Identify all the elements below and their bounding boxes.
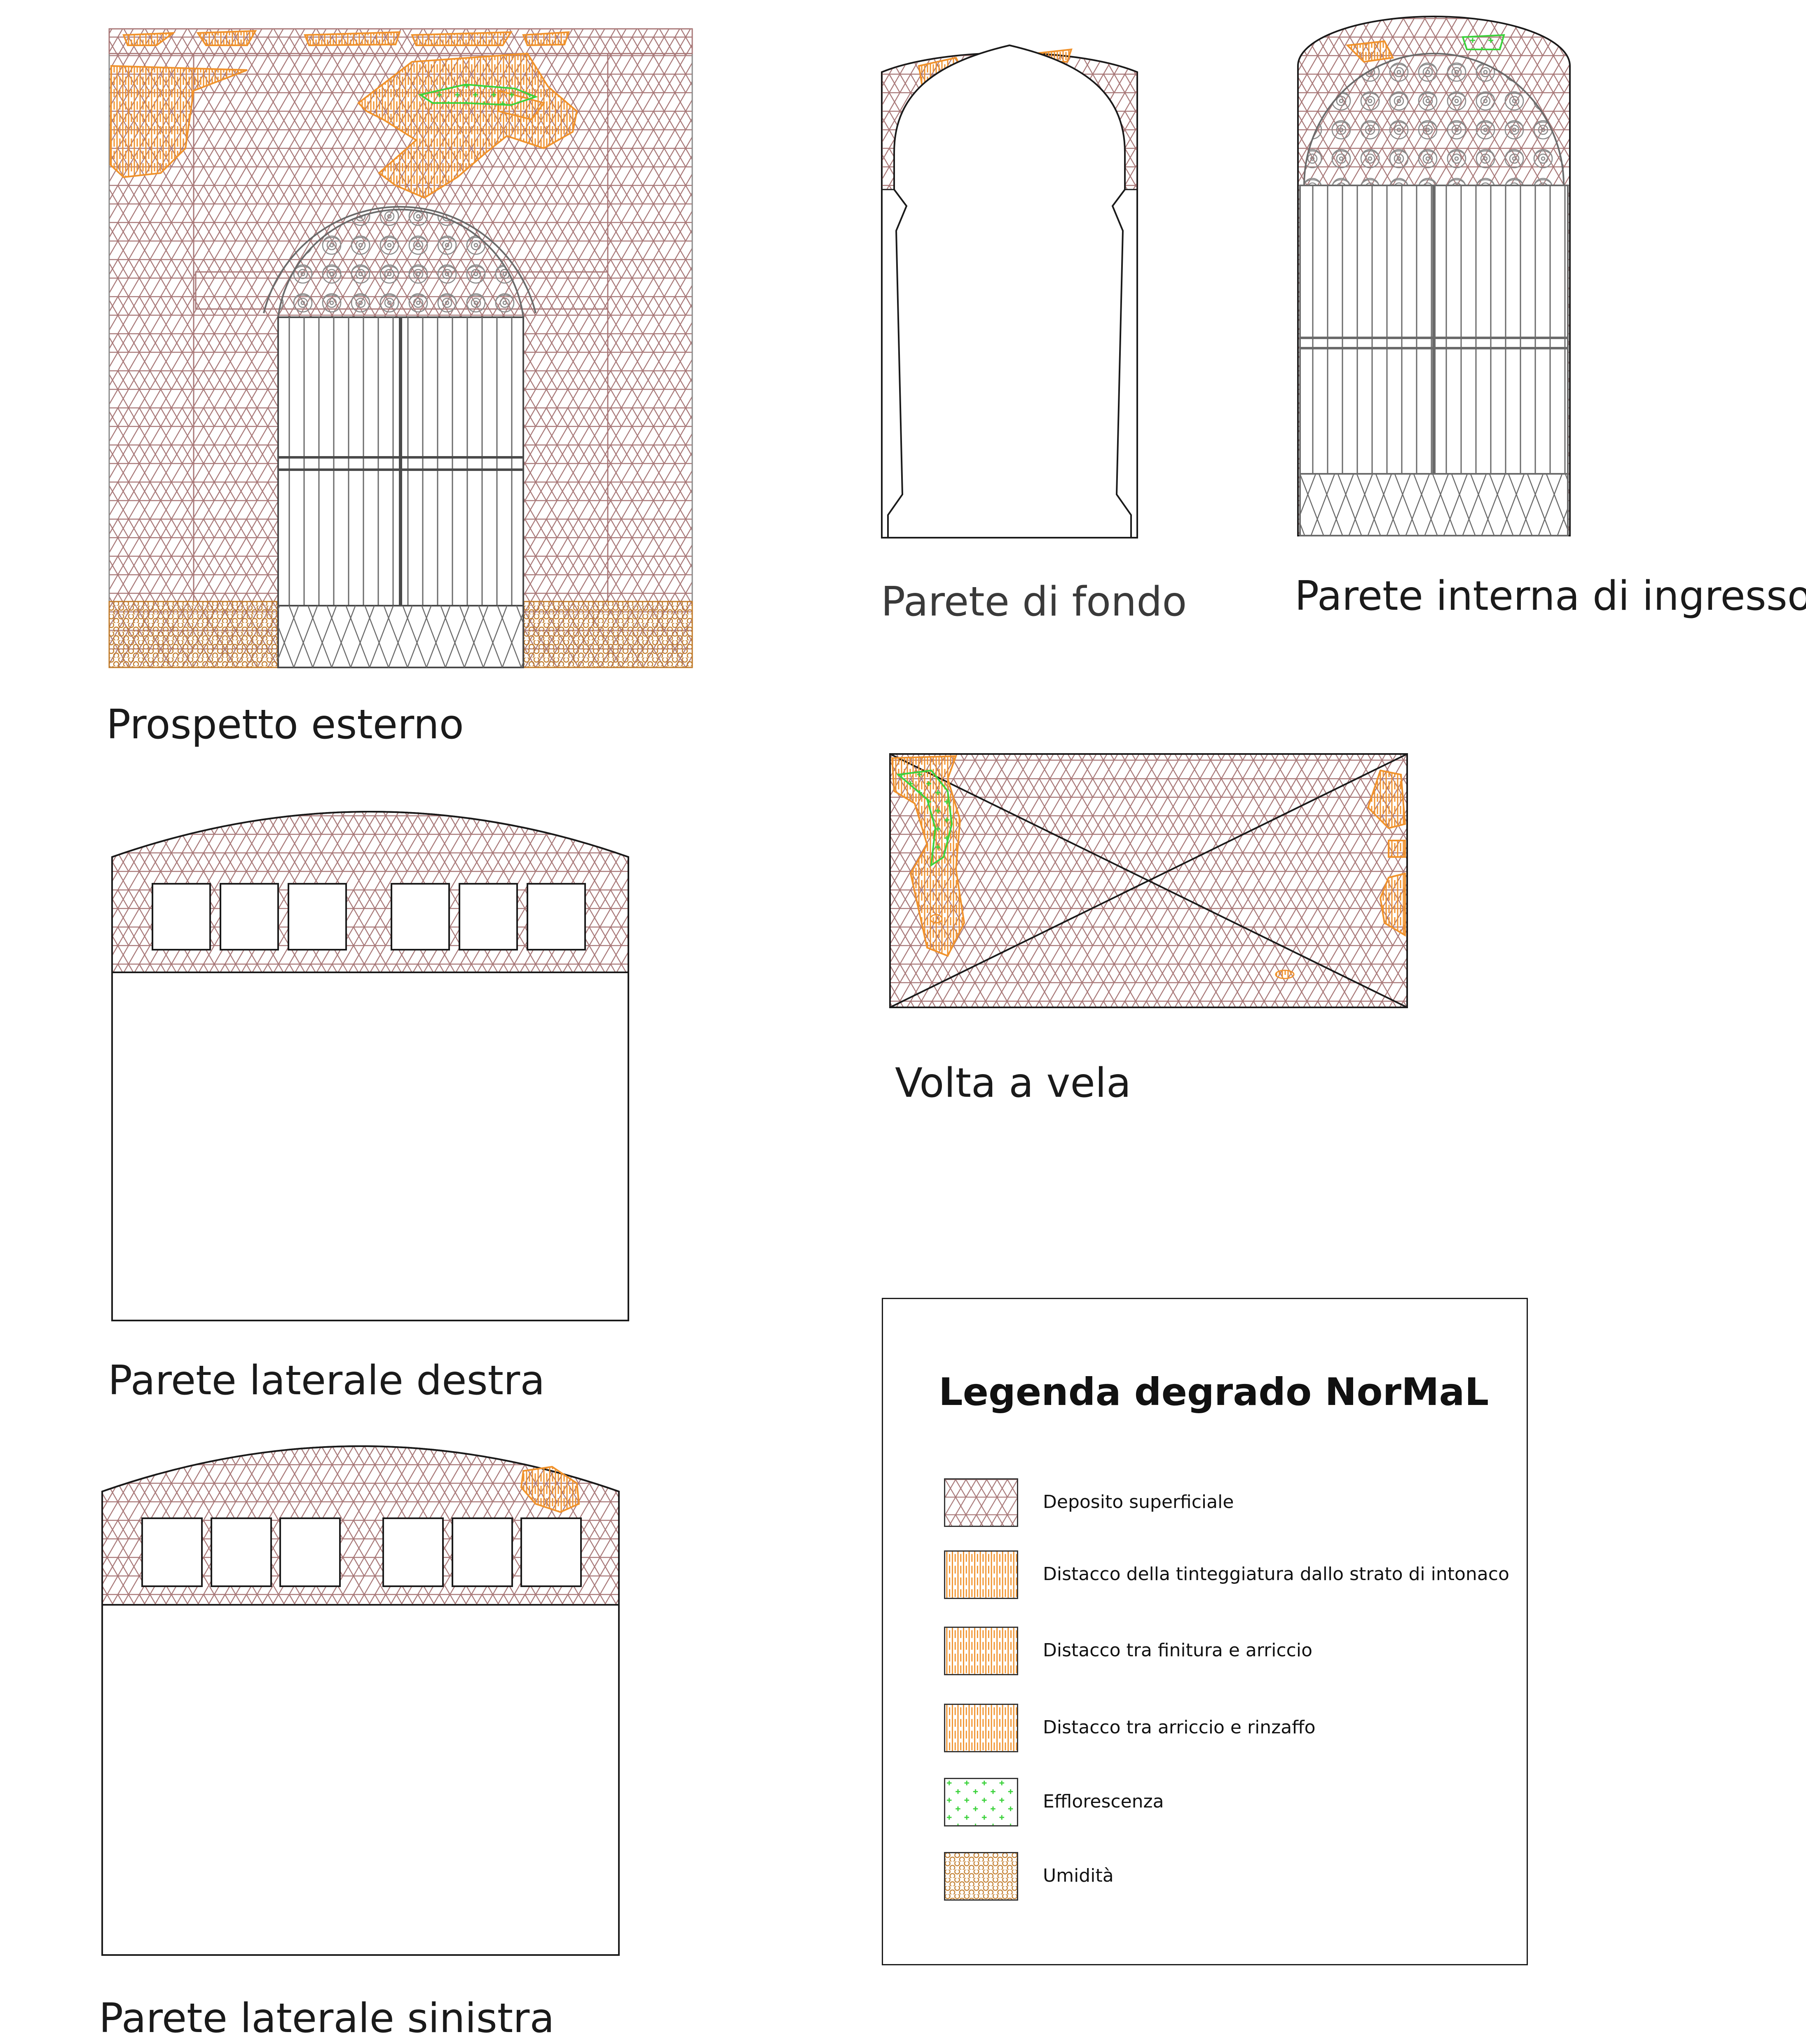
caption-volta-a-vela: Volta a vela [895,1060,1131,1107]
facade-humidity-right [522,601,693,668]
legend-item-umidita: Umidità [944,1852,1513,1901]
hatch-pattern-swatch [944,1550,1018,1599]
legend-item-efflorescenza: Efflorescenza [944,1778,1513,1826]
legend-label: Umidità [1043,1865,1114,1886]
facade-efflorescence [418,83,538,106]
inner-wall-lunette [1303,53,1565,186]
drawing-parete-di-fondo [881,44,1138,539]
drawing-parete-laterale-destra [111,811,629,1321]
legend-label: Deposito superficiale [1043,1491,1234,1513]
legend-label: Distacco della tinteggiatura dallo strat… [1043,1564,1509,1585]
drawing-prospetto-esterno [108,28,693,668]
caption-parete-interna-di-ingresso: Parete interna di ingresso [1295,573,1806,620]
caption-prospetto-esterno: Prospetto esterno [106,701,464,748]
legend-item-deposito-superficiale: Deposito superficiale [944,1478,1513,1527]
caption-parete-laterale-destra: Parete laterale destra [108,1357,545,1404]
legend-label: Distacco tra finitura e arriccio [1043,1640,1313,1661]
caption-parete-di-fondo: Parete di fondo [881,578,1187,625]
efflorescence-pattern-swatch [944,1778,1018,1826]
deposit-pattern-swatch [944,1478,1018,1527]
drawing-volta-a-vela [889,753,1408,1008]
legend-label: Distacco tra arriccio e rinzaffo [1043,1717,1316,1738]
facade-portal-arch [263,206,536,314]
hatch-pattern-swatch [944,1704,1018,1752]
hatch-pattern-swatch [944,1627,1018,1675]
drawing-parete-interna-di-ingresso [1297,16,1571,536]
humidity-pattern-swatch [944,1852,1018,1901]
legend-item-distacco-finitura-arriccio: Distacco tra finitura e arriccio [944,1627,1513,1675]
legend-label: Efflorescenza [1043,1791,1164,1812]
legend-item-distacco-tinteggiatura: Distacco della tinteggiatura dallo strat… [944,1550,1513,1599]
legend-panel: Legenda degrado NorMaL Deposito superfic… [882,1298,1528,1965]
legend-title: Legenda degrado NorMaL [939,1370,1489,1414]
facade-humidity-left [108,601,279,668]
drawing-parete-laterale-sinistra [101,1445,620,1956]
legend-item-distacco-arriccio-rinzaffo: Distacco tra arriccio e rinzaffo [944,1704,1513,1752]
caption-parete-laterale-sinistra: Parete laterale sinistra [99,1995,555,2042]
facade-cornice [108,28,693,54]
back-wall-niche [887,44,1132,539]
